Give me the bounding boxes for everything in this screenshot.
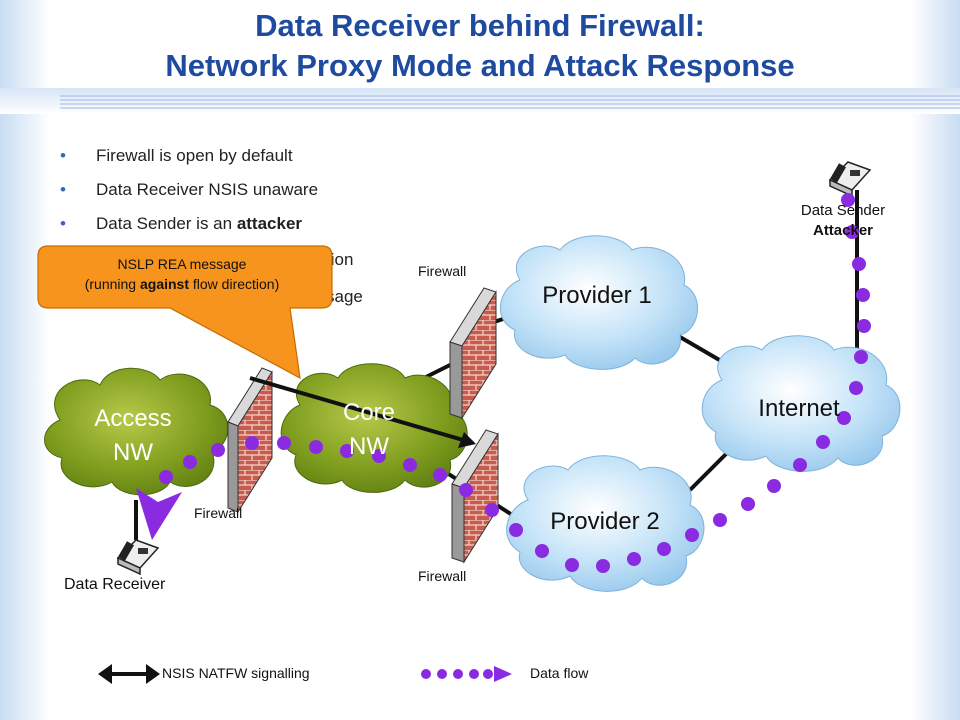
phone-icon [116,539,160,576]
firewall-label: Firewall [418,263,467,279]
nslp-rea-arrow [249,376,476,448]
core-nw-label: Core NW [342,399,396,460]
firewall-label: Firewall [418,568,467,584]
provider2-cloud [506,455,705,592]
firewall-label: Firewall [194,505,243,521]
slide-title-line2: Network Proxy Mode and Attack Response [165,48,795,83]
bullet-firewall-open: •Firewall is open by default [60,146,293,165]
double-arrow-icon [98,664,160,684]
provider1-cloud [499,235,699,370]
core-nw-cloud [280,363,468,493]
data-sender-label: Data Sender Attacker [800,202,886,239]
callout-line2: (running against flow direction) [84,276,280,292]
legend-dataflow-dots [421,666,512,682]
data-receiver-label: Data Receiver [64,576,166,593]
bullet-dot: • [60,214,66,233]
bullet-dot: • [60,180,66,199]
bullet-dot: • [60,146,66,165]
data-flow-path [136,193,871,573]
firewall-icon [449,287,497,420]
internet-label: Internet [758,395,840,422]
access-nw-label: Access NW [94,405,172,466]
internet-cloud [701,335,901,472]
bullet-partial-4: tion [326,250,354,269]
provider1-label: Provider 1 [542,282,652,309]
callout-shape [37,245,333,380]
callout-line1: NSLP REA message [117,256,247,272]
provider2-label: Provider 2 [550,508,660,535]
bullet-sender-attacker: •Data Sender is an attacker [60,214,303,233]
legend-dataflow-label: Data flow [530,665,589,681]
legend-signalling-label: NSIS NATFW signalling [162,665,310,681]
legend [98,664,512,684]
bullet-partial-5: sage [326,287,363,306]
phone-icon [828,161,872,198]
bullet-receiver-unaware: •Data Receiver NSIS unaware [60,180,319,199]
slide-title-line1: Data Receiver behind Firewall: [255,8,705,43]
firewall-icon [451,429,499,564]
callout-text: NSLP REA message (running against flow d… [40,254,324,294]
arrowhead-icon [136,488,182,540]
